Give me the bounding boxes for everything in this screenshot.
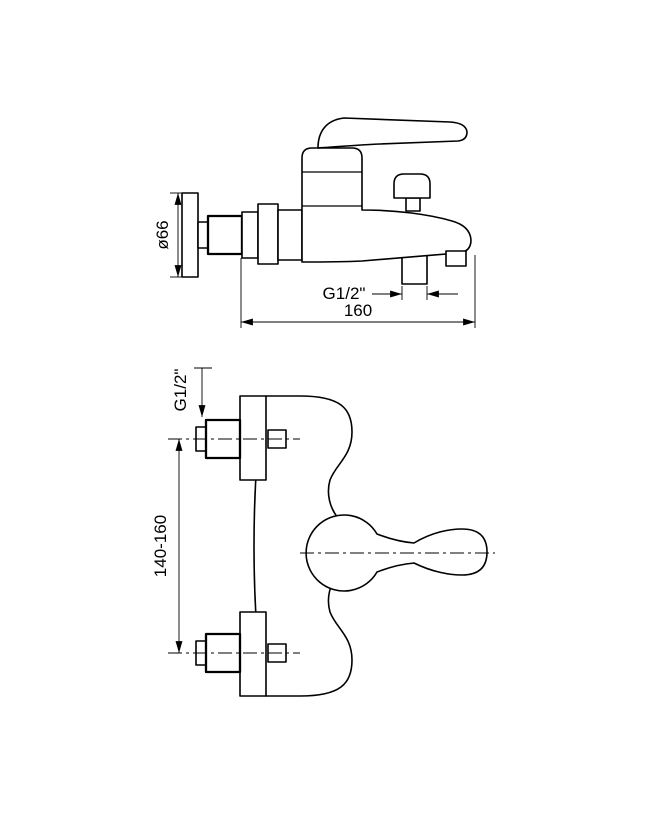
diverter-stem [405,197,421,212]
dimension-inlet-thread: G1/2" [171,367,212,417]
aerator [445,250,467,267]
dimension-flange-diameter: ø66 [153,192,186,278]
dimension-inlet-spacing: 140-160 [151,439,183,653]
escutcheon-flange [181,192,199,278]
wall-plate-bottom [239,611,267,697]
wall-union-square [206,214,244,256]
dim-shower-thread-label: G1/2" [323,284,366,303]
dimension-shower-thread: G1/2" [323,284,458,303]
handle-top-view [305,514,488,592]
dim-total-length-label: 160 [344,301,372,320]
valve-body-and-spout [301,147,472,263]
lever-handle [317,117,468,149]
diverter-knob [393,173,431,199]
side-view: ø66 G1/2" 160 [153,117,476,328]
dim-inlet-thread-label: G1/2" [171,369,190,412]
flange-stem [197,221,209,249]
plan-view: G1/2" 140-160 [151,367,495,697]
union-nut-segment [277,209,303,261]
mixer-body [253,395,353,697]
union-nut-segment [257,203,279,265]
dim-flange-diameter-label: ø66 [153,220,172,249]
dim-inlet-spacing-label: 140-160 [151,515,170,577]
union-nut-segment [241,211,259,259]
dimension-total-length: 160 [240,255,476,328]
wall-plate-top [239,395,267,481]
